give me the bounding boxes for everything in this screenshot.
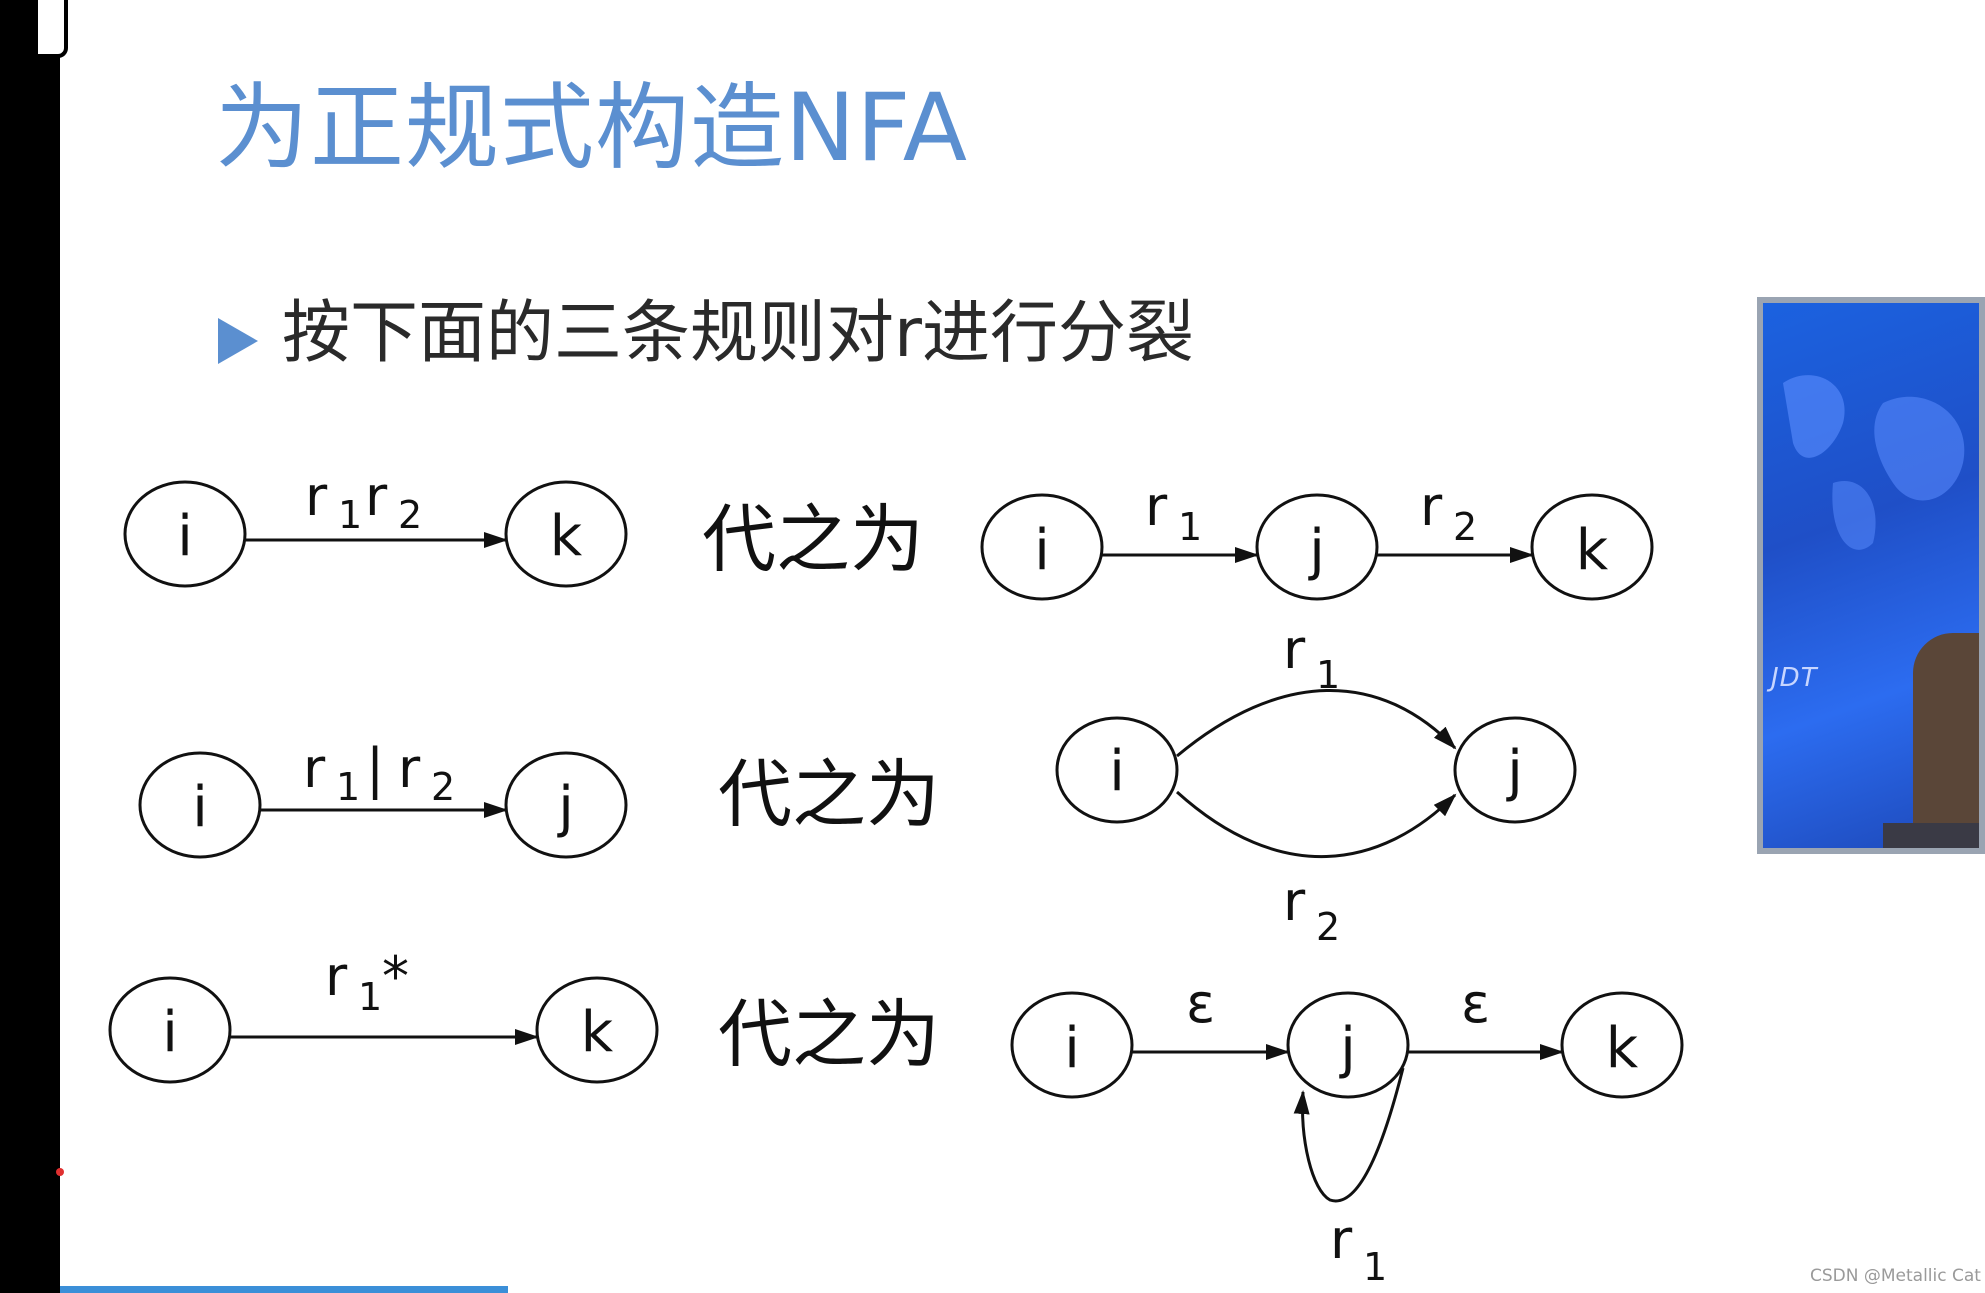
- presenter-desk: [1883, 823, 1979, 848]
- edge-label-r: r: [398, 737, 421, 800]
- state-j-circle: [1453, 716, 1577, 824]
- state-j-label: j: [1307, 518, 1325, 583]
- edge-label-subscript: 1: [338, 493, 362, 537]
- edge-label-r: r: [1420, 475, 1443, 538]
- watermark: CSDN @Metallic Cat: [1810, 1266, 1981, 1286]
- state-k-label: k: [1606, 1016, 1639, 1081]
- window-corner-frame: [38, 0, 68, 58]
- state-i-label: i: [1109, 739, 1125, 804]
- state-i-label: i: [162, 1000, 178, 1065]
- left-black-bar: [0, 0, 60, 1293]
- state-i-label: i: [192, 775, 208, 840]
- bullet-text: 按下面的三条规则对r进行分裂: [282, 294, 1194, 373]
- presenter-figure: [1913, 633, 1979, 848]
- state-k-label: k: [1576, 518, 1609, 583]
- edge-label-subscript: 2: [431, 765, 455, 809]
- state-i-circle: [138, 751, 262, 859]
- edge-label-star: *: [382, 945, 409, 1008]
- state-i-circle: [108, 976, 232, 1084]
- state-k-label: k: [550, 504, 583, 569]
- state-i-label: i: [1034, 518, 1050, 583]
- edge-label-subscript: 1: [1316, 653, 1340, 697]
- state-i-circle: [1010, 991, 1134, 1099]
- state-i-circle: [980, 493, 1104, 601]
- edge-label-subscript: 2: [1453, 505, 1477, 549]
- laser-pointer-dot: [56, 1168, 64, 1176]
- edge-label-r: r: [325, 945, 348, 1008]
- replace-label: 代之为: [702, 497, 924, 583]
- state-j-label: j: [1505, 739, 1523, 804]
- edge-label-subscript: 2: [1316, 905, 1340, 949]
- video-logo: JDT: [1771, 663, 1818, 693]
- transition-arrow: [1176, 689, 1457, 758]
- video-thumbnail[interactable]: JDT: [1757, 297, 1985, 854]
- replace-label: 代之为: [718, 992, 940, 1078]
- slide-title: 为正规式构造NFA: [215, 74, 969, 183]
- state-i-label: i: [177, 504, 193, 569]
- edge-label-r: r: [1283, 618, 1306, 681]
- state-i-circle: [1055, 716, 1179, 824]
- replace-label: 代之为: [718, 752, 940, 838]
- bullet-triangle-icon: [218, 318, 258, 364]
- edge-label-bar: |: [366, 737, 384, 800]
- progress-strip: [60, 1286, 508, 1293]
- state-i-circle: [123, 480, 247, 588]
- edge-label-r: r: [305, 465, 328, 528]
- state-j-label: j: [556, 775, 574, 840]
- edge-label-epsilon: ε: [1186, 972, 1215, 1035]
- edge-label-r: r: [1330, 1208, 1353, 1271]
- edge-label-r: r: [303, 737, 326, 800]
- edge-label-r: r: [365, 465, 388, 528]
- edge-label-subscript: 1: [358, 975, 382, 1019]
- transition-arrow: [1175, 790, 1457, 859]
- state-i-label: i: [1064, 1016, 1080, 1081]
- self-loop-arrow: [1293, 1067, 1405, 1203]
- edge-label-r: r: [1145, 475, 1168, 538]
- state-k-label: k: [581, 1000, 614, 1065]
- edge-label-subscript: 1: [1178, 505, 1202, 549]
- edge-label-subscript: 2: [398, 493, 422, 537]
- world-map-graphic: [1783, 375, 1965, 550]
- state-j-label: j: [1338, 1016, 1356, 1081]
- edge-label-subscript: 1: [1363, 1245, 1387, 1289]
- edge-label-r: r: [1283, 870, 1306, 933]
- edge-label-subscript: 1: [336, 765, 360, 809]
- edge-label-epsilon: ε: [1461, 972, 1490, 1035]
